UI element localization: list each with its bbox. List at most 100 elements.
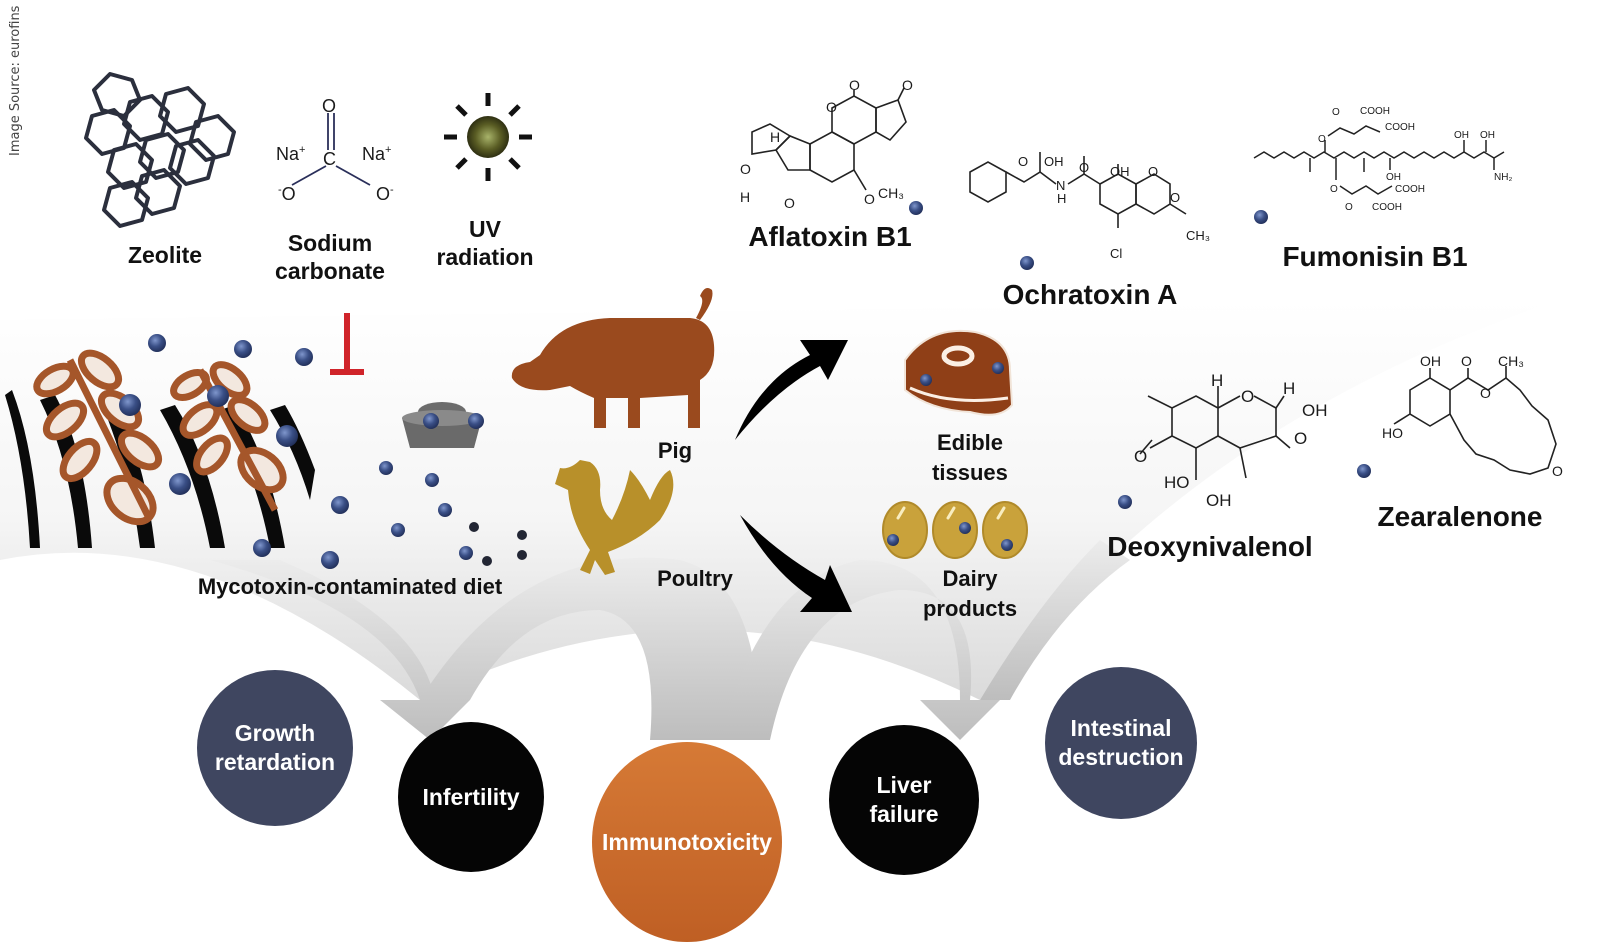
- svg-text:O: O: [1480, 385, 1491, 401]
- mycotoxin-particle: [1118, 495, 1132, 509]
- mycotoxin-particle: [425, 473, 439, 487]
- inhibition-symbol: [330, 313, 364, 375]
- mycotoxin-particle: [321, 551, 339, 569]
- mycotoxin-particle: [423, 413, 439, 429]
- zeolite-icon: [84, 72, 236, 228]
- ochratoxin-a-structure: [969, 152, 1187, 228]
- arrow-to-dairy: [740, 515, 852, 612]
- svg-text:CH₃: CH₃: [1498, 353, 1524, 369]
- mycotoxin-particle: [234, 340, 252, 358]
- aflatoxin-b1-structure: [751, 87, 907, 191]
- svg-text:H: H: [1283, 379, 1295, 398]
- mycotoxin-particle: [331, 496, 349, 514]
- svg-text:O: O: [1330, 184, 1338, 195]
- flow-arrow-left: [210, 560, 470, 740]
- svg-text:O: O: [1241, 387, 1254, 406]
- svg-text:OH: OH: [1480, 130, 1495, 141]
- svg-text:OH: OH: [1110, 164, 1130, 179]
- label-edible-tissues: Edible tissues: [932, 430, 1008, 485]
- svg-text:O: O: [849, 77, 860, 93]
- svg-text:COOH: COOH: [1372, 202, 1402, 213]
- mycotoxin-particle: [1001, 539, 1013, 551]
- mycotoxin-particle: [276, 425, 298, 447]
- label-diet: Mycotoxin-contaminated diet: [197, 574, 503, 599]
- fumonisin-b1-atoms: O COOH COOH O OH OH OH NH₂ O COOH O COOH: [1318, 106, 1512, 213]
- mycotoxin-particle: [887, 534, 899, 546]
- svg-text:O: O: [1018, 154, 1028, 169]
- edible-tissue-icon: [904, 329, 1014, 416]
- background-funnel: [0, 300, 1560, 700]
- flow-arrows: [210, 540, 1130, 740]
- poultry-icon: [555, 460, 674, 575]
- label-poultry: Poultry: [657, 566, 733, 591]
- svg-text:HO: HO: [1164, 473, 1190, 492]
- mycotoxin-particle: [1357, 464, 1371, 478]
- svg-text:OH: OH: [1386, 172, 1401, 183]
- svg-text:O: O: [1170, 190, 1180, 205]
- svg-text:O: O: [1079, 160, 1089, 175]
- atom-na-left: Na+: [276, 144, 305, 164]
- svg-text:OH: OH: [1454, 130, 1469, 141]
- svg-text:O: O: [1318, 134, 1326, 145]
- svg-text:O: O: [864, 191, 875, 207]
- mycotoxin-particle: [119, 394, 141, 416]
- svg-text:COOH: COOH: [1395, 184, 1425, 195]
- atom-o-left: -O: [278, 184, 296, 204]
- deoxynivalenol-atoms: H O H OH O O HO OH: [1134, 371, 1328, 510]
- svg-text:COOH: COOH: [1385, 122, 1415, 133]
- svg-text:O: O: [1345, 202, 1353, 213]
- svg-text:O: O: [1148, 164, 1158, 179]
- label-ochratoxin-a: Ochratoxin A: [1002, 279, 1178, 310]
- svg-text:COOH: COOH: [1360, 106, 1390, 117]
- label-fumonisin-b1: Fumonisin B1: [1282, 241, 1468, 272]
- mycotoxin-particles: [119, 201, 1371, 569]
- mycotoxin-particle: [959, 522, 971, 534]
- flow-arrow-center: [420, 557, 760, 740]
- svg-text:HO: HO: [1382, 425, 1403, 441]
- svg-text:O: O: [1461, 353, 1472, 369]
- mycotoxin-particle: [909, 201, 923, 215]
- zearalenone-structure: [1393, 366, 1557, 475]
- svg-text:O: O: [1294, 429, 1307, 448]
- svg-text:O: O: [1134, 447, 1147, 466]
- mycotoxin-particle: [517, 550, 527, 560]
- svg-text:O: O: [1552, 463, 1563, 479]
- mycotoxin-particle: [438, 503, 452, 517]
- label-uv-radiation: UV radiation: [436, 216, 534, 270]
- mycotoxin-particle: [207, 385, 229, 407]
- mycotoxin-particle: [379, 461, 393, 475]
- zearalenone-atoms: OH O CH₃ O HO O: [1382, 353, 1563, 479]
- arrow-to-tissues: [735, 340, 848, 440]
- aflatoxin-b1-atoms: O O O H O H O O CH₃: [740, 77, 913, 211]
- mycotoxin-particle: [459, 546, 473, 560]
- sodium-carbonate-atoms: O C Na+ Na+ -O O-: [276, 96, 394, 204]
- svg-text:O: O: [1332, 107, 1340, 118]
- mycotoxin-particle: [1020, 256, 1034, 270]
- effect-infertility: Infertility: [398, 722, 544, 872]
- label-deoxynivalenol: Deoxynivalenol: [1107, 531, 1313, 562]
- svg-text:O: O: [902, 77, 913, 93]
- atom-na-right: Na+: [362, 144, 391, 164]
- svg-text:H: H: [740, 189, 750, 205]
- svg-text:NH₂: NH₂: [1494, 172, 1512, 183]
- mycotoxin-particle: [920, 374, 932, 386]
- ochratoxin-a-atoms: O OH N H O OH O O Cl CH₃: [1018, 154, 1210, 261]
- effect-immunotoxicity: Immunotoxicity: [592, 742, 782, 942]
- atom-o-right: O-: [376, 184, 394, 204]
- label-zeolite: Zeolite: [127, 242, 203, 268]
- mycotoxin-particle: [1254, 210, 1268, 224]
- svg-text:H: H: [770, 129, 780, 145]
- label-pig: Pig: [657, 438, 693, 463]
- mycotoxin-particle: [468, 413, 484, 429]
- mycotoxin-particle: [992, 362, 1004, 374]
- flow-arrow-right: [980, 540, 1130, 700]
- label-zearalenone: Zearalenone: [1377, 501, 1543, 532]
- svg-text:O: O: [740, 161, 751, 177]
- mycotoxin-particle: [169, 473, 191, 495]
- svg-text:CH₃: CH₃: [1186, 228, 1210, 243]
- uv-sun-icon: [444, 93, 532, 181]
